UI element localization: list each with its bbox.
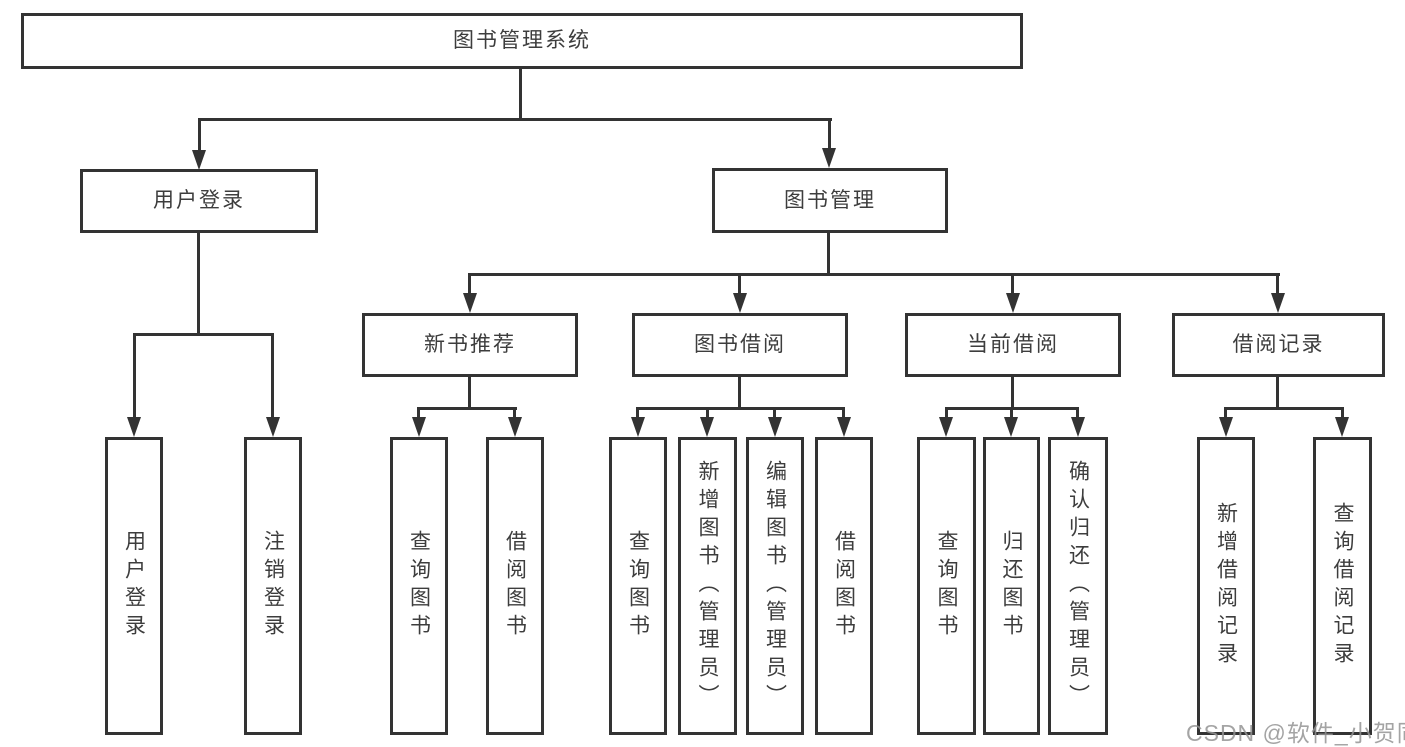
leaf-label: 编辑图书（管理员） (763, 460, 787, 712)
connector-root-stem (519, 69, 522, 118)
leaf-label: 查询图书 (935, 530, 958, 642)
leaf-label: 用户登录 (122, 530, 146, 642)
connector-drop (1224, 407, 1227, 417)
arrow-down-icon (939, 417, 953, 437)
connector-drop (738, 273, 741, 293)
leaf-label: 新增图书（管理员） (696, 460, 719, 712)
connector-newbooks-stem (468, 377, 471, 407)
leaf-label: 借阅图书 (832, 530, 856, 642)
arrow-down-icon (768, 417, 782, 437)
arrow-down-icon (412, 417, 426, 437)
node-label: 图书管理系统 (453, 29, 591, 53)
arrow-down-icon (1006, 293, 1020, 313)
leaf-borrow-books-recommend: 借阅图书 (486, 437, 544, 735)
arrow-down-icon (1071, 417, 1085, 437)
arrow-down-icon (127, 417, 141, 437)
leaf-query-books-recommend: 查询图书 (390, 437, 448, 735)
node-label: 图书借阅 (694, 333, 786, 357)
leaf-label: 确认归还（管理员） (1066, 460, 1090, 712)
connector-drop (1010, 407, 1013, 417)
connector-drop (513, 407, 516, 417)
connector-level3-rail (468, 273, 1280, 276)
arrow-down-icon (631, 417, 645, 437)
connector-currentborrow-stem (1011, 377, 1014, 407)
connector-drop (1341, 407, 1344, 417)
connector-drop (1076, 407, 1079, 417)
leaf-label: 归还图书 (1000, 530, 1023, 642)
connector-drop (706, 407, 709, 417)
arrow-down-icon (1335, 417, 1349, 437)
leaf-label: 注销登录 (261, 530, 285, 642)
connector-drop (133, 333, 136, 417)
node-user-login: 用户登录 (80, 169, 318, 233)
node-new-book-recommendation: 新书推荐 (362, 313, 578, 377)
connector-drop (1276, 273, 1279, 293)
leaf-query-books-current: 查询图书 (917, 437, 976, 735)
leaf-query-borrow-record: 查询借阅记录 (1313, 437, 1372, 735)
connector-drop (271, 333, 274, 417)
arrow-down-icon (266, 417, 280, 437)
arrow-down-icon (192, 150, 206, 170)
arrow-down-icon (1271, 293, 1285, 313)
node-book-management: 图书管理 (712, 168, 948, 233)
arrow-down-icon (1219, 417, 1233, 437)
connector-drop (842, 407, 845, 417)
leaf-label: 新增借阅记录 (1214, 502, 1238, 670)
connector-records-stem (1276, 377, 1279, 407)
connector-level2-rail (198, 118, 832, 121)
node-label: 借阅记录 (1232, 333, 1325, 357)
connector-bookborrow-rail (636, 407, 845, 410)
node-label: 用户登录 (153, 189, 245, 213)
leaf-edit-books-admin: 编辑图书（管理员） (746, 437, 804, 735)
connector-drop (828, 118, 831, 148)
arrow-down-icon (822, 148, 836, 168)
connector-drop (198, 118, 201, 150)
connector-drop (773, 407, 776, 417)
node-label: 当前借阅 (967, 333, 1059, 357)
node-borrowing-records: 借阅记录 (1172, 313, 1385, 377)
leaf-confirm-return-admin: 确认归还（管理员） (1048, 437, 1108, 735)
leaf-label: 借阅图书 (503, 530, 527, 642)
connector-userlogin-rail (133, 333, 274, 336)
leaf-add-books-admin: 新增图书（管理员） (678, 437, 737, 735)
arrow-down-icon (508, 417, 522, 437)
node-book-borrowing: 图书借阅 (632, 313, 848, 377)
leaf-label: 查询图书 (407, 530, 431, 642)
node-current-borrowing: 当前借阅 (905, 313, 1121, 377)
connector-bookborrow-stem (738, 377, 741, 407)
connector-drop (417, 407, 420, 417)
connector-drop (636, 407, 639, 417)
arrow-down-icon (733, 293, 747, 313)
arrow-down-icon (463, 293, 477, 313)
arrow-down-icon (1004, 417, 1018, 437)
node-label: 图书管理 (784, 188, 876, 212)
connector-newbooks-rail (417, 407, 517, 410)
watermark-text: CSDN @软件_小贺同学 (1186, 720, 1405, 746)
leaf-query-books-borrowing: 查询图书 (609, 437, 667, 735)
connector-drop (945, 407, 948, 417)
leaf-label: 查询图书 (626, 530, 650, 642)
connector-userlogin-stem (197, 233, 200, 333)
connector-drop (1011, 273, 1014, 293)
arrow-down-icon (837, 417, 851, 437)
leaf-borrow-books-borrowing: 借阅图书 (815, 437, 873, 735)
connector-drop (468, 273, 471, 293)
connector-bookmgmt-stem (827, 233, 830, 273)
node-library-system: 图书管理系统 (21, 13, 1023, 69)
leaf-add-borrow-record: 新增借阅记录 (1197, 437, 1255, 735)
arrow-down-icon (700, 417, 714, 437)
leaf-return-books: 归还图书 (983, 437, 1040, 735)
leaf-label: 查询借阅记录 (1331, 502, 1354, 670)
node-label: 新书推荐 (424, 333, 516, 357)
leaf-user-login: 用户登录 (105, 437, 163, 735)
leaf-logout-login: 注销登录 (244, 437, 302, 735)
connector-records-rail (1224, 407, 1344, 410)
